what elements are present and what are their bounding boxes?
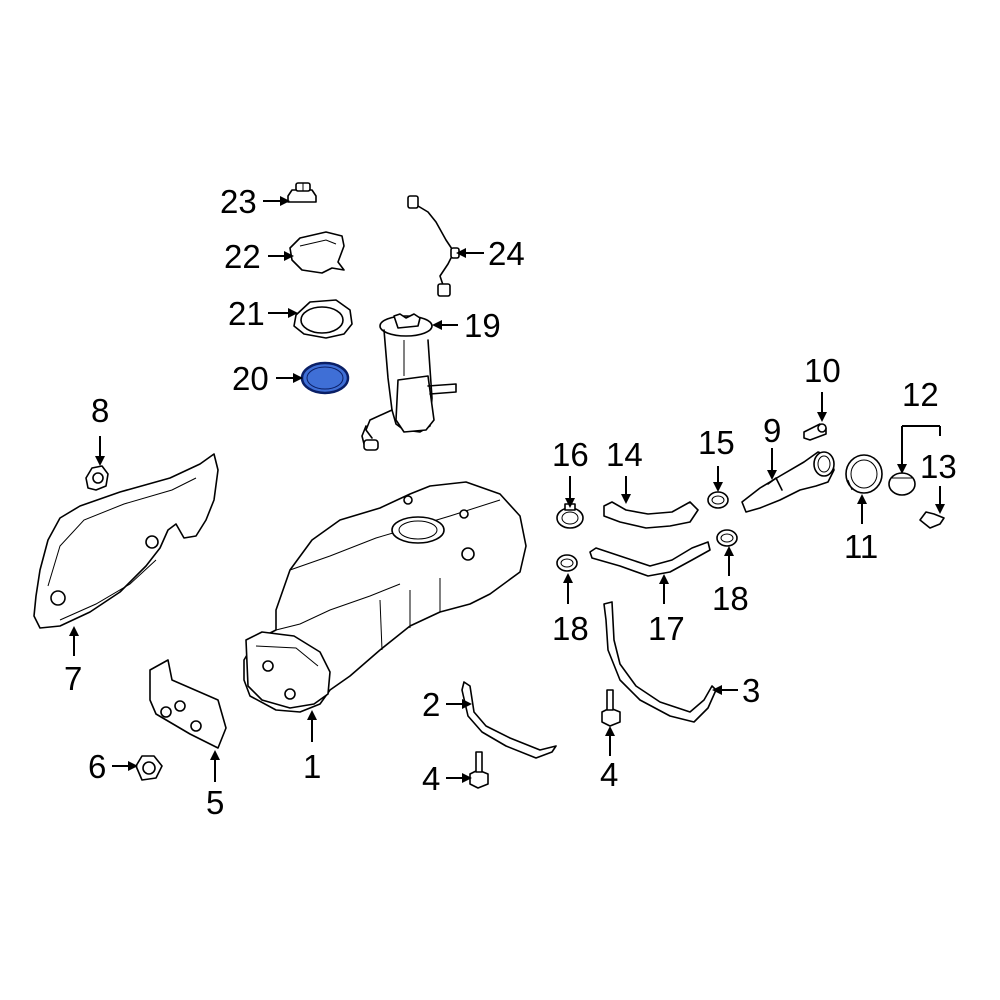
callout-23: 23: [220, 183, 257, 220]
part-22-cover[interactable]: [289, 231, 345, 274]
part-16-clamp[interactable]: [556, 503, 584, 529]
callout-22: 22: [224, 238, 261, 275]
part-15-clamp[interactable]: [707, 491, 729, 509]
callout-11: 11: [844, 528, 878, 565]
callout-10: 10: [804, 352, 841, 389]
part-18-clamp-left[interactable]: [556, 554, 578, 572]
part-23-cap[interactable]: [287, 182, 317, 203]
part-17-hose[interactable]: [589, 541, 711, 577]
callout-1: 1: [303, 748, 321, 785]
part-4-bolt-right[interactable]: [601, 689, 621, 727]
callout-7: 7: [64, 660, 82, 697]
part-5-plate[interactable]: [149, 659, 227, 749]
part-24-wire-harness[interactable]: [407, 195, 460, 297]
callout-18-right: 18: [712, 580, 749, 617]
callout-4-left: 4: [422, 760, 440, 797]
part-9-filler-pipe[interactable]: [741, 451, 835, 513]
part-7-heat-shield[interactable]: [33, 453, 219, 629]
callout-12: 12: [902, 376, 939, 413]
part-6-nut[interactable]: [135, 755, 163, 781]
part-18-clamp-right[interactable]: [716, 529, 738, 547]
part-11-ring[interactable]: [845, 454, 883, 494]
part-1-fuel-tank[interactable]: [243, 481, 527, 713]
callout-20: 20: [232, 360, 269, 397]
part-10-bolt[interactable]: [803, 423, 827, 441]
callout-17: 17: [648, 610, 685, 647]
callout-labels: 23 22 21 20 19 24 8 7 5 6 1 2 4 4 3 16 1…: [64, 183, 957, 821]
part-4-bolt-left[interactable]: [469, 751, 489, 789]
callout-16: 16: [552, 436, 589, 473]
part-2-strap[interactable]: [461, 681, 557, 759]
callout-6: 6: [88, 748, 106, 785]
part-20-seal[interactable]: [300, 361, 350, 395]
callout-8: 8: [91, 392, 109, 429]
callout-19: 19: [464, 307, 501, 344]
callout-3: 3: [742, 672, 760, 709]
callout-9: 9: [763, 412, 781, 449]
part-12-cap[interactable]: [888, 472, 916, 496]
part-14-hose[interactable]: [603, 501, 699, 529]
part-8-grommet[interactable]: [85, 465, 109, 491]
callout-15: 15: [698, 424, 735, 461]
callout-14: 14: [606, 436, 643, 473]
part-21-lock-ring[interactable]: [293, 299, 353, 339]
callout-5: 5: [206, 784, 224, 821]
callout-4-right: 4: [600, 756, 618, 793]
callout-24: 24: [488, 235, 525, 272]
part-13-pin[interactable]: [919, 511, 945, 529]
part-19-fuel-pump[interactable]: [361, 313, 457, 451]
callout-21: 21: [228, 295, 265, 332]
callout-18-left: 18: [552, 610, 589, 647]
leader-arrows: [69, 196, 945, 783]
callout-13: 13: [920, 448, 957, 485]
callout-2: 2: [422, 686, 440, 723]
